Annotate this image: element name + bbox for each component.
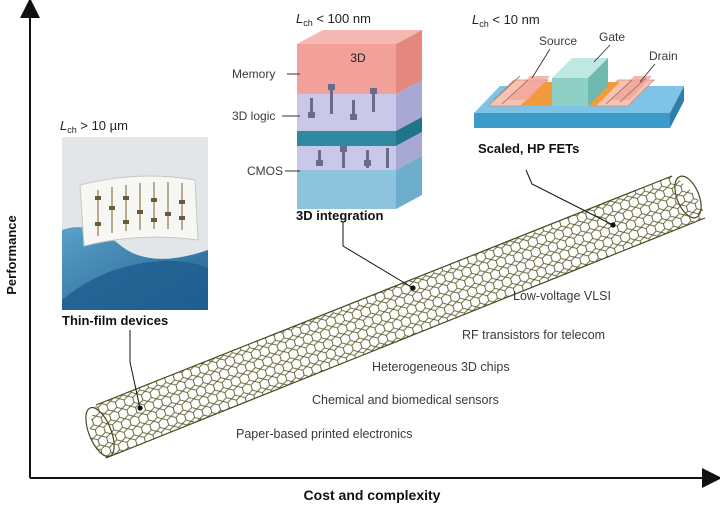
application-label: RF transistors for telecom (462, 328, 605, 342)
gate-top (552, 58, 608, 78)
x-axis-label: Cost and complexity (304, 487, 441, 503)
application-labels: Low-voltage VLSI RF transistors for tele… (236, 289, 611, 441)
contact-lines (493, 75, 647, 105)
source-label: Source (539, 34, 577, 48)
top-layer-label: 3D (350, 51, 366, 65)
memory-label: Memory (232, 67, 275, 81)
tube-edges (95, 175, 706, 459)
logic-side-lower (396, 132, 422, 170)
logic-side-upper (396, 80, 422, 131)
integration-3d-panel: Lch < 100 nm 3D Memory 3D logic C (232, 11, 422, 223)
interconnect-side (396, 117, 422, 146)
memory-layer (297, 44, 396, 94)
vias (308, 84, 389, 168)
thin-film-leader (129, 330, 141, 409)
memory-side (396, 30, 422, 94)
fet-lch: Lch < 10 nm (472, 12, 540, 29)
film-pads (95, 196, 185, 226)
thin-film-lch: Lch > 10 µm (60, 118, 128, 135)
integration-leader-dot (410, 285, 416, 291)
application-label: Chemical and biomedical sensors (312, 393, 499, 407)
thin-film-caption: Thin-film devices (62, 313, 168, 328)
cmos-layer (297, 170, 396, 209)
source-contact (508, 76, 550, 100)
integration-caption: 3D integration (296, 208, 383, 223)
cmos-side (396, 156, 422, 209)
fet-caption: Scaled, HP FETs (478, 141, 579, 156)
drain-tick (639, 63, 656, 83)
tube-end-right (674, 175, 702, 219)
tube-end-left (85, 406, 115, 458)
tube-lattice (89, 176, 705, 458)
glove-fingers (62, 260, 208, 310)
thin-film-panel: Lch > 10 µm Thin-film devices (60, 118, 208, 328)
application-label: Heterogeneous 3D chips (372, 360, 510, 374)
gate-label: Gate (599, 30, 625, 44)
axes: Performance Cost and complexity (4, 0, 720, 503)
integration-leader (342, 222, 414, 289)
application-label: Paper-based printed electronics (236, 427, 413, 441)
integration-lch: Lch < 100 nm (296, 11, 371, 28)
drain-label: Drain (649, 49, 678, 63)
substrate-front (474, 113, 670, 128)
source-tick (531, 48, 551, 79)
cmos-label: CMOS (247, 164, 283, 178)
fet-leader (525, 169, 614, 226)
top-face (297, 30, 422, 44)
logic-label: 3D logic (232, 109, 275, 123)
substrate-side (670, 86, 684, 128)
gate-side (588, 58, 608, 106)
y-axis-label: Performance (4, 215, 19, 294)
gate-tick (593, 44, 611, 63)
carbon-nanotube (85, 175, 706, 459)
scaled-fet-panel: Lch < 10 nm Source Gate Drain Scaled, HP… (472, 12, 684, 156)
application-label: Low-voltage VLSI (513, 289, 611, 303)
fet-leader-dot (610, 222, 616, 228)
thin-film-leader-dot (137, 405, 143, 411)
interconnect-layer (297, 131, 396, 146)
leader-lines (129, 169, 616, 411)
gate-front (552, 78, 588, 106)
